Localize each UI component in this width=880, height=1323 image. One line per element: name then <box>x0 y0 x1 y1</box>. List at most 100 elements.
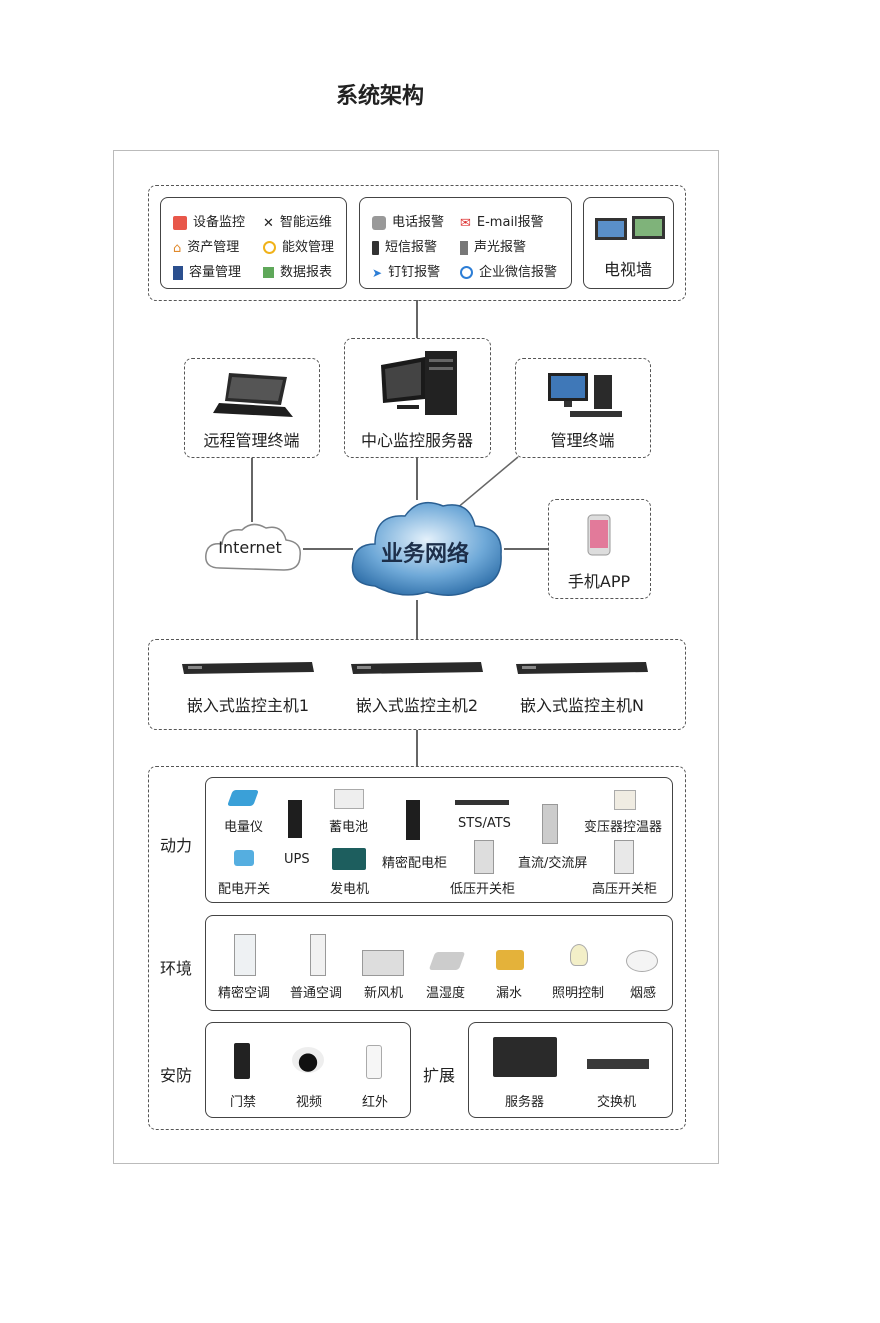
meter-icon <box>227 790 259 806</box>
generator-icon <box>332 848 366 870</box>
expansion-category-label: 扩展 <box>423 1066 456 1085</box>
server-desktop-icon <box>381 351 457 415</box>
power-category-label: 动力 <box>160 836 193 855</box>
power-item-transformer-controller[interactable]: 变压器控温器 <box>584 820 663 835</box>
phone-icon <box>372 215 386 230</box>
feature-item-asset[interactable]: ⌂资产管理 <box>173 240 240 256</box>
business-network-label: 业务网络 <box>380 542 469 567</box>
infrared-icon <box>366 1045 382 1079</box>
power-item-low-voltage-cabinet[interactable]: 低压开关柜 <box>450 882 516 897</box>
alarm-item-sound-light[interactable]: 声光报警 <box>460 236 526 255</box>
dingtalk-icon: ➤ <box>372 265 383 280</box>
security-item-video[interactable]: 视频 <box>296 1095 323 1110</box>
server-icon <box>493 1037 557 1077</box>
security-category-label: 安防 <box>160 1066 193 1085</box>
power-item-precision-cabinet[interactable]: 精密配电柜 <box>382 856 448 871</box>
lighting-icon <box>570 944 588 966</box>
security-item-infrared[interactable]: 红外 <box>362 1095 389 1110</box>
tv-wall-label: 电视墙 <box>603 260 652 279</box>
env-item-fresh-air[interactable]: 新风机 <box>364 986 404 1001</box>
env-item-water-leak[interactable]: 漏水 <box>496 986 523 1001</box>
env-item-lighting[interactable]: 照明控制 <box>552 986 605 1001</box>
power-item-meter[interactable]: 电量仪 <box>224 820 264 835</box>
hosts-section <box>148 639 686 730</box>
dc-ac-panel-icon <box>542 804 558 844</box>
power-item-dc-ac-panel[interactable]: 直流/交流屏 <box>518 856 588 871</box>
business-network-cloud-shape <box>351 501 502 596</box>
power-item-distribution-switch[interactable]: 配电开关 <box>218 882 271 897</box>
rack-host-icon <box>182 662 314 674</box>
security-item-access[interactable]: 门禁 <box>230 1095 257 1110</box>
connector-remote-internet <box>251 458 253 522</box>
env-item-standard-ac[interactable]: 普通空调 <box>290 986 343 1001</box>
center-server-label: 中心监控服务器 <box>360 431 473 450</box>
host-2[interactable]: 嵌入式监控主机2 <box>349 660 485 716</box>
env-item-smoke[interactable]: 烟感 <box>630 986 657 1001</box>
feature-item-capacity[interactable]: 容量管理 <box>173 261 241 280</box>
mgmt-terminal-node[interactable]: 管理终端 <box>515 358 651 458</box>
temp-humidity-icon <box>428 952 466 970</box>
monitor-icon <box>173 215 187 230</box>
mail-icon: ✉ <box>460 215 471 231</box>
power-box: 电量仪 蓄电池 UPS 精密配电柜 STS/ATS 直流/交流屏 变压器控温器 … <box>205 777 673 903</box>
high-voltage-cabinet-icon <box>614 840 634 874</box>
mobile-app-node[interactable]: 手机APP <box>548 499 651 599</box>
alarm-item-dingtalk[interactable]: ➤钉钉报警 <box>372 265 441 280</box>
connector-network-hosts <box>416 600 418 640</box>
laptop-icon <box>213 373 293 417</box>
power-item-sts-ats[interactable]: STS/ATS <box>458 816 511 831</box>
fresh-air-icon <box>362 950 404 976</box>
siren-icon <box>460 240 468 255</box>
internet-cloud-shape <box>205 523 301 571</box>
alarm-item-wechat[interactable]: 企业微信报警 <box>460 261 557 280</box>
env-item-temp-humidity[interactable]: 温湿度 <box>426 986 466 1001</box>
environment-category-label: 环境 <box>160 959 193 978</box>
wechat-icon <box>460 266 473 279</box>
power-item-ups[interactable]: UPS <box>284 852 310 867</box>
expansion-box: 服务器 交换机 <box>468 1022 673 1118</box>
camera-icon <box>292 1047 324 1073</box>
power-item-battery[interactable]: 蓄电池 <box>329 820 369 835</box>
power-item-high-voltage-cabinet[interactable]: 高压开关柜 <box>592 882 658 897</box>
distribution-switch-icon <box>234 850 254 866</box>
connector-server-network <box>416 458 418 500</box>
remote-terminal-node[interactable]: 远程管理终端 <box>184 358 320 458</box>
access-control-icon <box>234 1043 250 1079</box>
energy-icon <box>263 241 276 254</box>
report-icon <box>263 267 274 278</box>
transformer-controller-icon <box>614 790 636 810</box>
desktop-pc-icon <box>548 373 622 417</box>
mobile-icon <box>372 240 379 255</box>
alarm-item-phone[interactable]: 电话报警 <box>372 211 444 230</box>
host-n[interactable]: 嵌入式监控主机N <box>514 660 650 716</box>
top-section <box>148 185 686 301</box>
tools-icon: ✕ <box>263 215 274 231</box>
smoke-detector-icon <box>626 950 658 972</box>
env-item-precision-ac[interactable]: 精密空调 <box>218 986 271 1001</box>
expansion-item-server[interactable]: 服务器 <box>505 1095 545 1110</box>
alarm-item-sms[interactable]: 短信报警 <box>372 236 437 255</box>
feature-item-smart-ops[interactable]: ✕智能运维 <box>263 215 332 231</box>
alarm-item-email[interactable]: ✉E-mail报警 <box>460 215 544 231</box>
water-leak-icon <box>496 950 524 970</box>
connector-top-server <box>416 300 418 338</box>
tv-wall-icon <box>595 216 665 240</box>
tv-wall-box[interactable]: 电视墙 <box>583 197 674 289</box>
feature-item-energy[interactable]: 能效管理 <box>263 236 334 255</box>
feature-item-report[interactable]: 数据报表 <box>263 261 332 280</box>
center-server-node[interactable]: 中心监控服务器 <box>344 338 491 458</box>
connector-network-app <box>504 548 548 550</box>
security-box: 门禁 视频 红外 <box>205 1022 411 1118</box>
power-item-generator[interactable]: 发电机 <box>330 882 370 897</box>
feature-box: 设备监控 ✕智能运维 ⌂资产管理 能效管理 容量管理 数据报表 <box>160 197 347 289</box>
feature-item-device-monitor[interactable]: 设备监控 <box>173 211 245 230</box>
host-1-label: 嵌入式监控主机1 <box>186 696 310 715</box>
host-1[interactable]: 嵌入式监控主机1 <box>180 660 316 716</box>
page-title: 系统架构 <box>335 84 424 109</box>
battery-icon <box>334 789 364 809</box>
diagram-frame <box>113 150 719 1164</box>
home-icon: ⌂ <box>173 240 182 256</box>
internet-label: Internet <box>218 538 282 557</box>
capacity-icon <box>173 265 183 280</box>
expansion-item-switch[interactable]: 交换机 <box>597 1095 637 1110</box>
